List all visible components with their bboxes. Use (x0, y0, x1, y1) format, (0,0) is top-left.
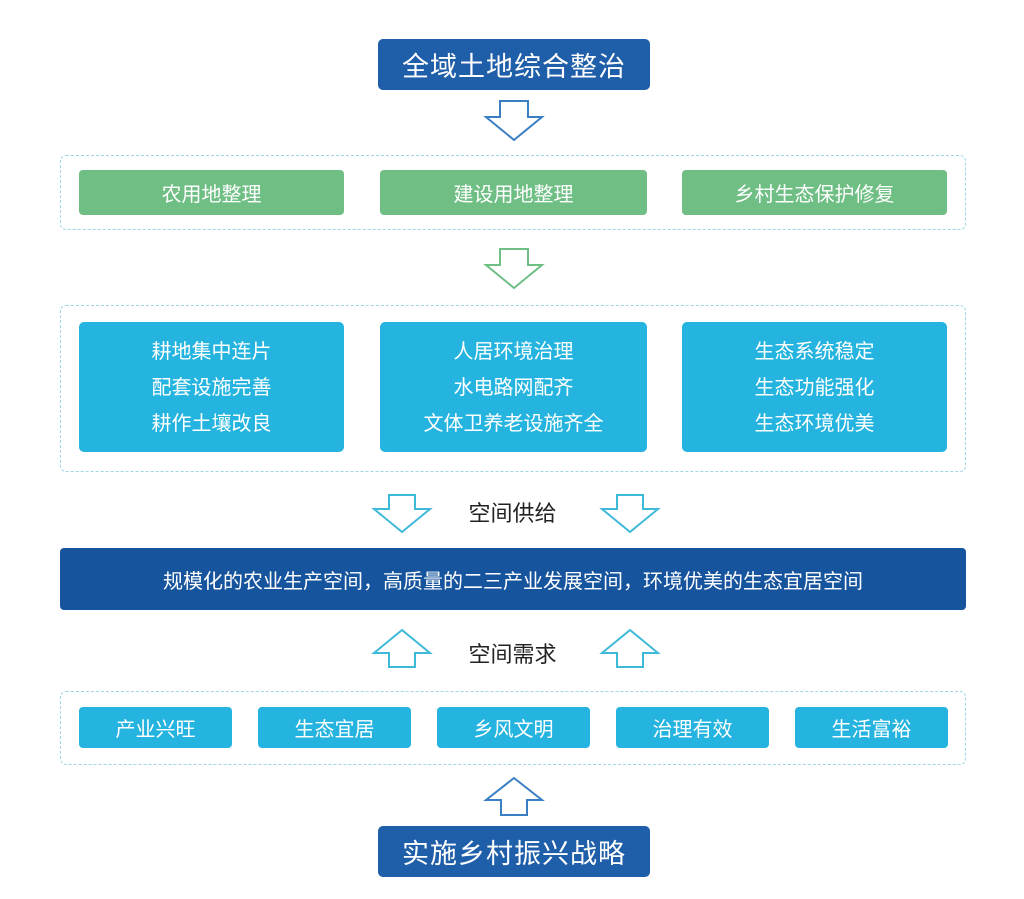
row2-box-living: 人居环境治理 水电路网配齐 文体卫养老设施齐全 (380, 322, 647, 452)
row3-container (60, 691, 966, 765)
bottom-title: 实施乡村振兴战略 (378, 826, 650, 877)
arrow-up-bottom-icon (483, 776, 545, 816)
row2-box-ecology-line: 生态系统稳定 (754, 339, 875, 363)
row3-item-prosperity: 生活富裕 (795, 707, 948, 748)
row2-box-ecology-line: 生态功能强化 (754, 375, 875, 399)
row2-box-farmland-line: 配套设施完善 (151, 375, 272, 399)
row2-box-living-line: 水电路网配齐 (453, 375, 574, 399)
row2-box-farmland: 耕地集中连片 配套设施完善 耕作土壤改良 (79, 322, 344, 452)
row3-item-governance: 治理有效 (616, 707, 769, 748)
space-banner: 规模化的农业生产空间，高质量的二三产业发展空间，环境优美的生态宜居空间 (60, 548, 966, 610)
row2-container (60, 305, 966, 472)
arrow-up-demand-right-icon (599, 628, 661, 668)
arrow-down-supply-left-icon (371, 494, 433, 534)
arrow-down-supply-right-icon (599, 494, 661, 534)
row3-item-industry: 产业兴旺 (79, 707, 232, 748)
arrow-up-demand-left-icon (371, 628, 433, 668)
row2-box-ecology-line: 生态环境优美 (754, 411, 875, 435)
row2-box-living-line: 人居环境治理 (453, 339, 574, 363)
row2-box-living-line: 文体卫养老设施齐全 (423, 411, 604, 435)
row3-item-civility: 乡风文明 (437, 707, 590, 748)
row2-box-farmland-line: 耕地集中连片 (151, 339, 272, 363)
row1-item-farmland: 农用地整理 (79, 170, 344, 215)
row2-box-ecology: 生态系统稳定 生态功能强化 生态环境优美 (682, 322, 947, 452)
row1-item-ecology: 乡村生态保护修复 (682, 170, 947, 215)
row1-container (60, 155, 966, 230)
arrow-down-1-icon (483, 100, 545, 142)
supply-label: 空间供给 (468, 502, 557, 527)
row1-item-construction: 建设用地整理 (380, 170, 647, 215)
row3-item-livable: 生态宜居 (258, 707, 411, 748)
demand-label: 空间需求 (468, 643, 557, 668)
top-title: 全域土地综合整治 (378, 39, 650, 90)
arrow-down-2-icon (483, 248, 545, 290)
row2-box-farmland-line: 耕作土壤改良 (151, 411, 272, 435)
